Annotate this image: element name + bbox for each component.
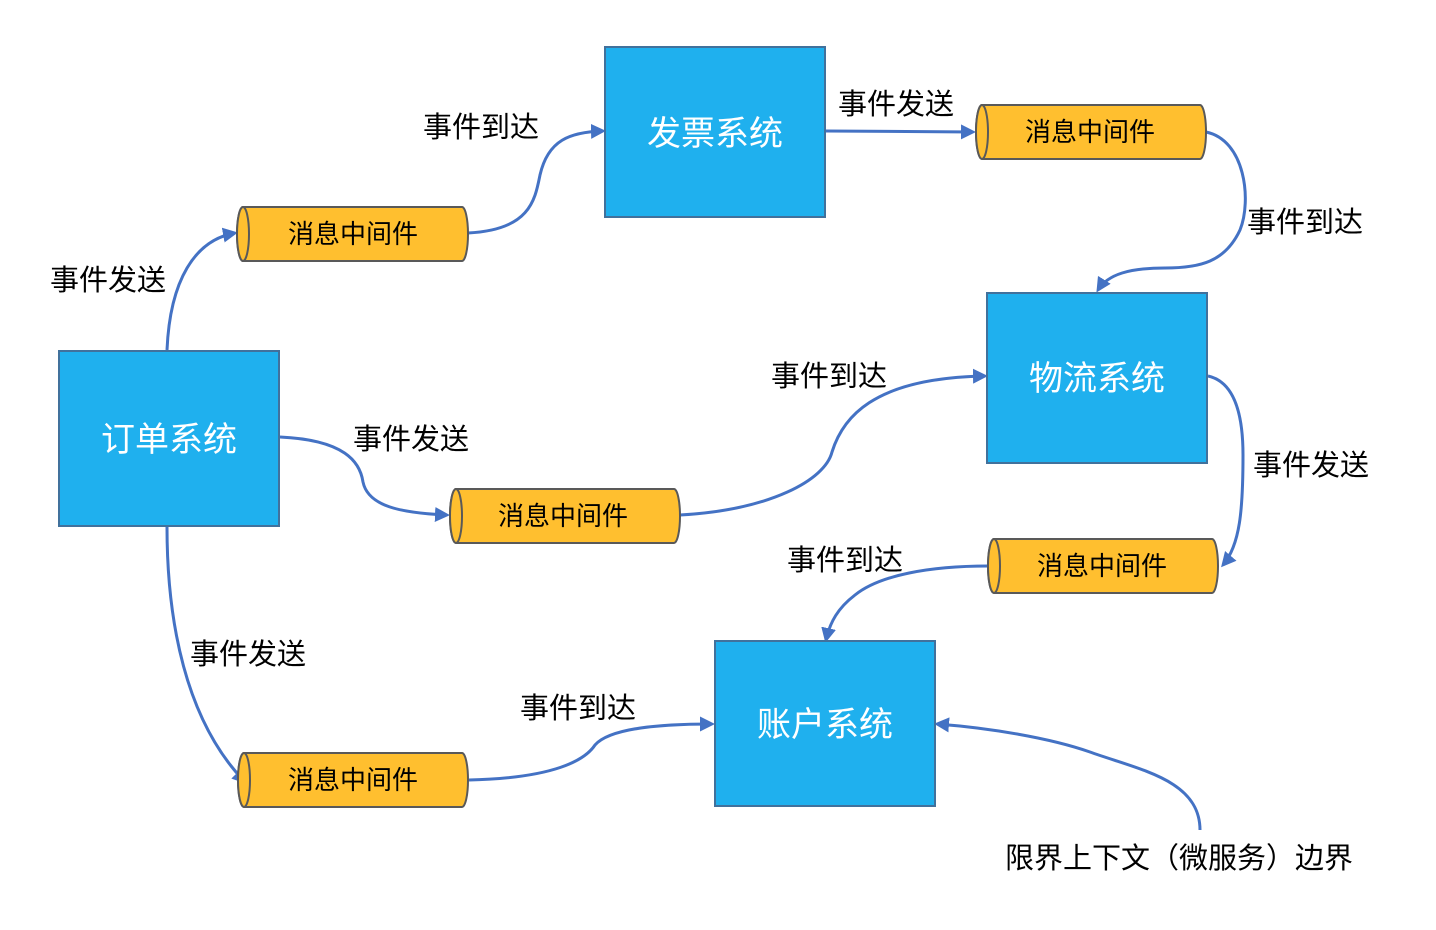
queue-label-5: 消息中间件: [288, 766, 418, 796]
arrow-order-to-queue-3: [279, 435, 450, 522]
edge-label-send-3: 事件发送: [353, 422, 469, 456]
arrow-queue-1-to-invoice: [467, 123, 606, 235]
arrow-queue-4-to-account: [821, 564, 989, 643]
arrow-queue-3-to-logistics: [679, 368, 988, 517]
edge-label-send-1: 事件发送: [50, 263, 166, 297]
system-box-logistics: 物流系统: [986, 292, 1208, 464]
edge-label-arrive-4: 事件到达: [787, 543, 903, 577]
queue-2: 消息中间件: [975, 104, 1207, 160]
arrow-boundary-to-account: [934, 717, 1202, 831]
boundary-note: 限界上下文（微服务）边界: [1005, 841, 1353, 875]
system-label-order: 订单系统: [101, 420, 237, 460]
queue-label-2: 消息中间件: [1025, 118, 1155, 148]
queue-5: 消息中间件: [237, 752, 469, 808]
queue-label-3: 消息中间件: [498, 502, 628, 532]
system-label-account: 账户系统: [757, 705, 893, 745]
system-label-logistics: 物流系统: [1029, 359, 1165, 399]
edge-label-arrive-1: 事件到达: [423, 110, 539, 144]
edge-label-arrive-3: 事件到达: [771, 359, 887, 393]
arrow-order-to-queue-5: [165, 526, 248, 785]
system-label-invoice: 发票系统: [647, 114, 783, 154]
queue-3: 消息中间件: [449, 488, 681, 544]
queue-label-1: 消息中间件: [288, 220, 418, 250]
queue-4: 消息中间件: [987, 538, 1219, 594]
queue-1: 消息中间件: [236, 206, 469, 262]
edge-label-send-5: 事件发送: [190, 637, 306, 671]
arrow-logistics-to-queue-4: [1207, 374, 1245, 568]
arrow-order-to-queue-1: [165, 227, 238, 351]
system-box-invoice: 发票系统: [604, 46, 826, 218]
queue-label-4: 消息中间件: [1037, 552, 1167, 582]
arrow-queue-5-to-account: [468, 716, 715, 782]
edge-label-arrive-5: 事件到达: [520, 691, 636, 725]
arrow-invoice-to-queue-2: [825, 124, 976, 140]
system-box-order: 订单系统: [58, 350, 280, 527]
edge-label-send-2: 事件发送: [838, 87, 954, 121]
edge-label-arrive-2: 事件到达: [1247, 205, 1363, 239]
arrow-queue-2-to-logistics: [1096, 130, 1247, 293]
system-box-account: 账户系统: [714, 640, 936, 807]
edge-label-send-4: 事件发送: [1253, 448, 1369, 482]
